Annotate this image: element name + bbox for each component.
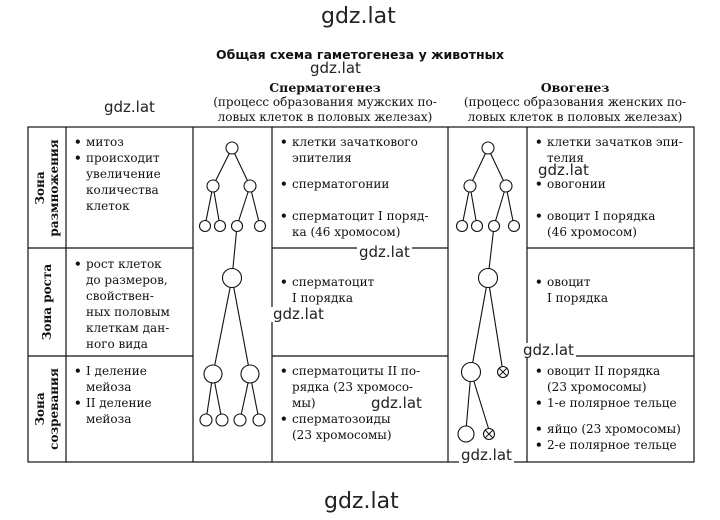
oo-item: клетки зачатков эпи-телия <box>535 134 693 166</box>
oo-item: 1-е полярное тельце <box>535 395 693 411</box>
zone-label-maturation: Зона созревания <box>33 349 61 469</box>
process-item: митоз <box>74 134 192 150</box>
primary-spermatocyte-circle <box>253 219 267 233</box>
primary-spermatocyte-circle <box>213 219 227 233</box>
watermark: gdz.lat <box>357 243 412 261</box>
table-frame <box>27 126 695 463</box>
zone-label-growth-line1: Зона роста <box>40 263 54 341</box>
oogenesis-subtitle-line1: (процесс образования женских по- <box>463 95 687 109</box>
spermatogenesis-title: Сперматогенез <box>269 80 381 95</box>
process-cell-reproduction: митоз происходитувеличениеколичестваклет… <box>74 134 192 214</box>
oogenesis-lineage <box>455 141 521 443</box>
oo-item: овоцит I порядка(46 хромосом) <box>535 208 693 240</box>
oo-cell-maturation: овоцит II порядка(23 хромосомы) 1-е поля… <box>535 363 693 453</box>
primary-oocyte-circle <box>487 219 501 233</box>
oo-item: овоцит II порядка(23 хромосомы) <box>535 363 693 395</box>
primary-spermatocyte-circle <box>230 219 244 233</box>
oo-item: яйцо (23 хромосомы) <box>535 421 693 437</box>
sperm-item: сперматозоиды(23 хромосомы) <box>280 411 446 443</box>
diagram-title: Общая схема гаметогенеза у животных <box>215 47 505 62</box>
oogenesis-title: Овогенез <box>540 80 610 95</box>
oo-item: овогонии <box>535 176 693 192</box>
oogonium-circle <box>499 179 513 193</box>
germinal-cell-circle <box>225 141 239 155</box>
watermark-bottom: gdz.lat <box>322 489 401 514</box>
secondary-spermatocyte-circle <box>203 364 223 384</box>
spermatogonium-circle <box>243 179 257 193</box>
oogenesis-heading: Овогенез (процесс образования женских по… <box>450 80 700 125</box>
sperm-cell-maturation: сперматоциты II по-рядка (23 хромосо-мы)… <box>280 363 446 443</box>
spermatozoon-circle <box>215 413 229 427</box>
zone-label-growth: Зона роста <box>33 242 61 362</box>
grown-oocyte-circle <box>477 267 499 289</box>
spermatogonium-circle <box>206 179 220 193</box>
watermark-top: gdz.lat <box>319 4 398 29</box>
spermatogenesis-heading: Сперматогенез (процесс образования мужск… <box>195 80 455 125</box>
oogenesis-subtitle-line2: ловых клеток в половых железах) <box>467 110 683 124</box>
egg-circle <box>457 425 475 443</box>
watermark: gdz.lat <box>459 446 514 464</box>
secondary-oocyte-circle <box>460 361 482 383</box>
polar-body-cross-marks <box>484 367 508 439</box>
spermatozoon-circle <box>252 413 266 427</box>
watermark: gdz.lat <box>308 59 363 77</box>
zone-label-maturation-line2: созревания <box>47 368 61 450</box>
primary-oocyte-circle <box>455 219 469 233</box>
zone-label-maturation-line1: Зона <box>33 392 47 426</box>
primary-oocyte-circle <box>470 219 484 233</box>
primary-oocyte-circle <box>507 219 521 233</box>
sperm-item: сперматоциты II по-рядка (23 хромосо-мы) <box>280 363 446 411</box>
sperm-item: сперматогонии <box>280 176 446 192</box>
sperm-item: сперматоцит I поряд-ка (46 хромосом) <box>280 208 446 240</box>
spermatogenesis-subtitle-line1: (процесс образования мужских по- <box>213 95 437 109</box>
spermatogenesis-subtitle-line2: ловых клеток в половых железах) <box>217 110 433 124</box>
watermark: gdz.lat <box>271 305 326 323</box>
spermatozoon-circle <box>233 413 247 427</box>
primary-spermatocyte-circle <box>198 219 212 233</box>
secondary-spermatocyte-circle <box>240 364 260 384</box>
spermatogenesis-lineage <box>198 141 267 427</box>
watermark: gdz.lat <box>521 341 576 359</box>
grown-spermatocyte-circle <box>221 267 243 289</box>
zone-label-reproduction-line1: Зона <box>33 171 47 205</box>
germinal-cell-circle <box>481 141 495 155</box>
oo-item: 2-е полярное тельце <box>535 437 693 453</box>
watermark: gdz.lat <box>536 161 591 179</box>
watermark: gdz.lat <box>369 394 424 412</box>
oo-cell-reproduction: клетки зачатков эпи-телия овогонии овоци… <box>535 134 693 240</box>
spermatozoon-circle <box>199 413 213 427</box>
zone-label-reproduction: Зона размножения <box>33 128 61 248</box>
oogonium-circle <box>463 179 477 193</box>
zone-label-reproduction-line2: размножения <box>47 139 61 237</box>
watermark: gdz.lat <box>102 98 157 116</box>
